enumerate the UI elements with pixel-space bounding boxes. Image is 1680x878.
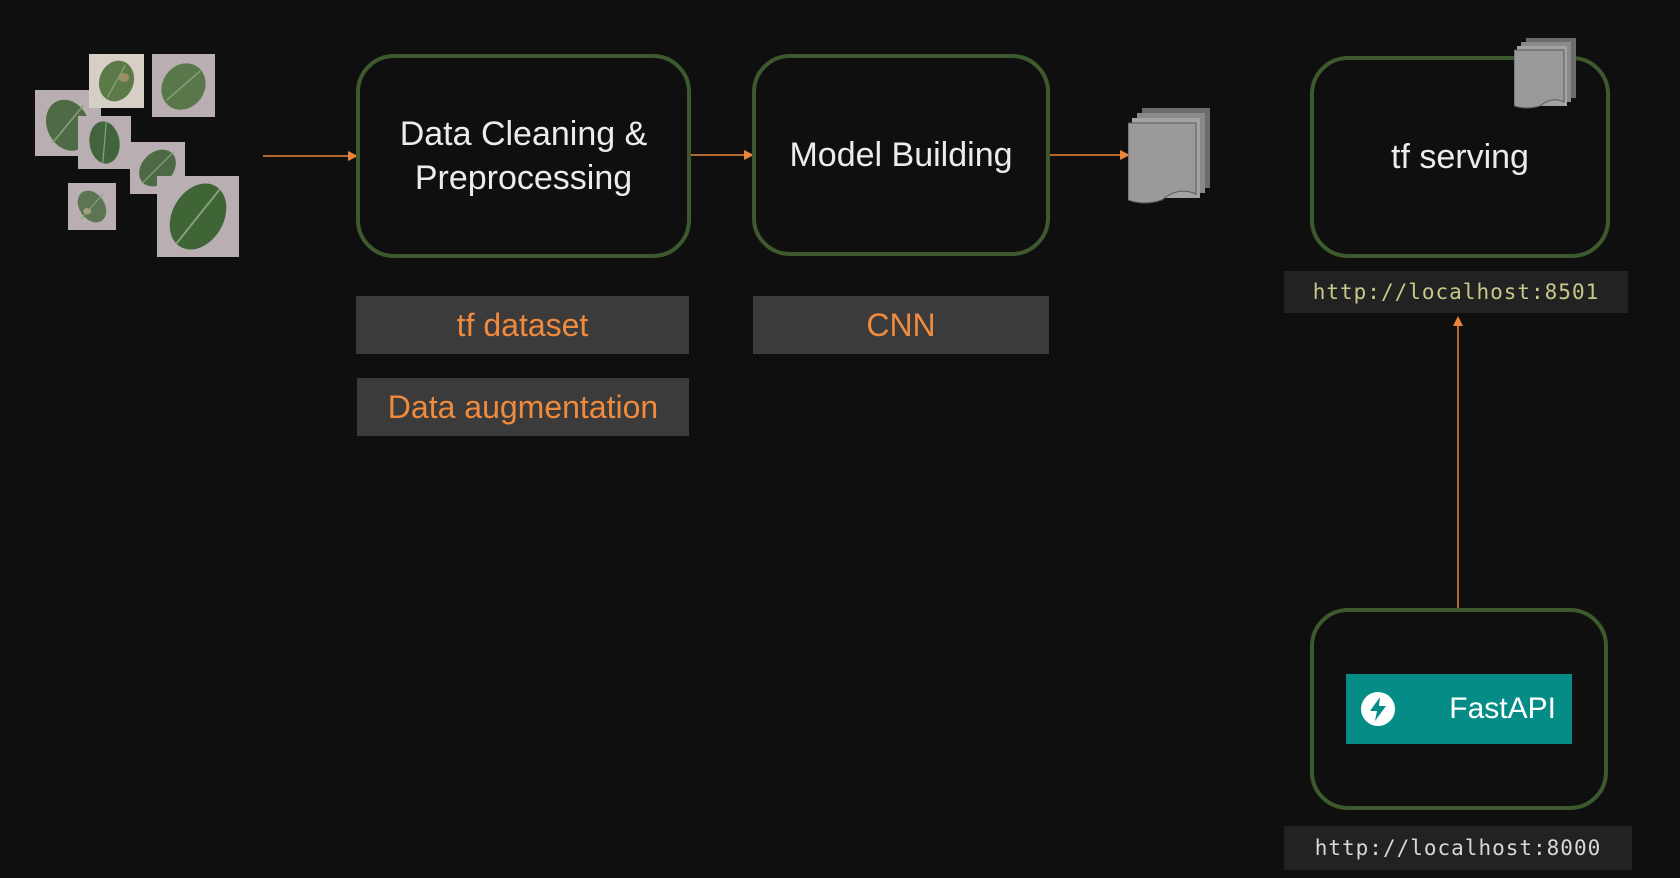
fastapi-url-text: http://localhost:8000: [1314, 836, 1602, 860]
fastapi-url: http://localhost:8000: [1284, 826, 1632, 870]
fastapi-logo: FastAPI: [1346, 674, 1572, 744]
data-cleaning-line1: Data Cleaning &: [399, 115, 648, 153]
tf-serving-url: http://localhost:8501: [1284, 271, 1628, 313]
tf-serving-label: tf serving: [1391, 138, 1529, 176]
cnn-label: CNN: [866, 306, 936, 343]
document-stack-icon: [1514, 38, 1576, 109]
tf-serving-url-text: http://localhost:8501: [1312, 280, 1600, 304]
data-cleaning-node: Data Cleaning & Preprocessing: [356, 54, 691, 258]
lightning-bolt-icon: [1361, 692, 1395, 726]
leaf-image-icon: [78, 116, 131, 169]
leaf-image-icon: [68, 183, 116, 230]
leaf-image-icon: [152, 54, 215, 117]
data-augmentation-label: Data augmentation: [387, 388, 659, 425]
tf-serving-node: tf serving: [1310, 56, 1610, 258]
data-cleaning-line2: Preprocessing: [414, 159, 633, 197]
tf-dataset-label: tf dataset: [456, 306, 589, 343]
document-stack-icon: [1128, 108, 1210, 204]
fastapi-node: FastAPI: [1310, 608, 1608, 810]
model-building-label: Model Building: [789, 136, 1013, 174]
model-building-node: Model Building: [752, 54, 1050, 256]
leaf-image-icon: [89, 54, 144, 108]
leaf-image-icon: [157, 176, 239, 257]
data-augmentation-tag: Data augmentation: [357, 378, 689, 436]
tf-dataset-tag: tf dataset: [356, 296, 689, 354]
cnn-tag: CNN: [753, 296, 1049, 354]
fastapi-label: FastAPI: [1449, 692, 1556, 725]
